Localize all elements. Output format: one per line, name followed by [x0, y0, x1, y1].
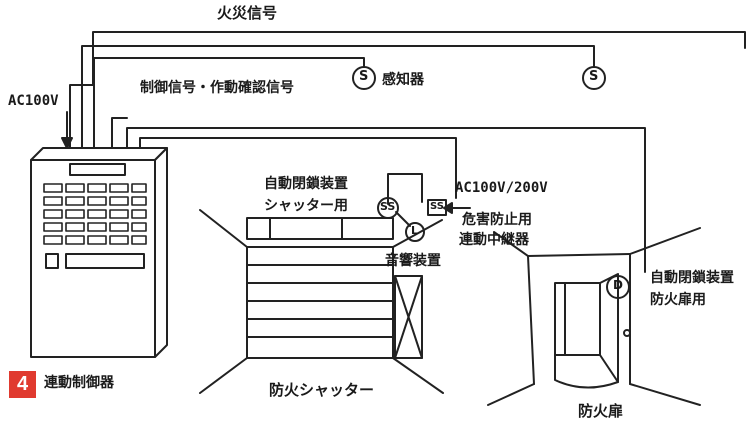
door-device-letter: D: [613, 278, 623, 292]
shutter-device-letter: SS: [380, 200, 396, 213]
ac200v-arrowhead: [443, 202, 453, 214]
door-device-line: [126, 127, 646, 273]
controller-cabinet: [30, 147, 168, 358]
sound-device-letter: L: [411, 224, 419, 237]
detector-right-symbol: [582, 66, 606, 90]
relay-line: [139, 137, 457, 199]
fire-signal-label: 火災信号: [217, 4, 278, 22]
relay-symbol: [427, 199, 447, 216]
control-signal-label: 制御信号・作動確認信号: [140, 80, 294, 96]
control-signal-line: [111, 117, 128, 148]
auto-close-door-label-2: 防火扉用: [650, 292, 706, 308]
detector-line-center: [93, 57, 365, 148]
fire-door: [487, 227, 701, 406]
auto-close-shutter-label-2: シャッター用: [264, 198, 348, 214]
shutter-relay-link: [387, 173, 423, 205]
auto-close-door-label-1: 自動閉鎖装置: [650, 270, 734, 286]
detector-right-letter: S: [589, 69, 599, 84]
fire-shutter-label: 防火シャッター: [269, 381, 375, 399]
fire-door-label: 防火扉: [578, 402, 624, 420]
ac100v-arrowhead: [61, 137, 73, 149]
detector-line-right: [81, 45, 595, 148]
relay-label-2: 連動中継器: [459, 232, 529, 248]
sound-device-link: [395, 211, 411, 227]
detector-symbols: [352, 66, 606, 90]
auto-close-shutter-label-1: 自動閉鎖装置: [264, 176, 348, 192]
detector-label: 感知器: [382, 72, 424, 88]
detector-center-letter: S: [359, 69, 369, 84]
figure-number-badge: 4: [9, 371, 36, 398]
controller-label: 連動制御器: [44, 375, 114, 391]
sound-device-symbol: [405, 222, 425, 242]
ac100v-label: AC100V: [8, 93, 59, 109]
signal-lines: [61, 31, 746, 273]
sound-device-label: 音響装置: [385, 253, 441, 269]
shutter-device-symbol: [377, 197, 399, 219]
detector-center-symbol: [352, 66, 376, 90]
relay-label-1: 危害防止用: [462, 212, 532, 228]
ac100v-200v-label: AC100V/200V: [455, 180, 548, 196]
relay-letter: SS: [430, 201, 444, 212]
fire-shutter: [199, 209, 444, 394]
